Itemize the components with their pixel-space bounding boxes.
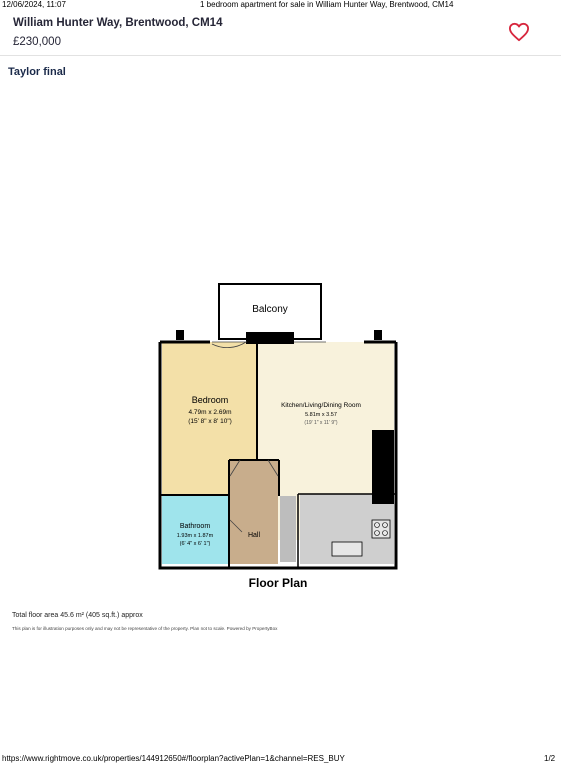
floor-plan-drawing: Balcony Bedroom 4.79m x 2.69m (15' 8" x … [158,283,398,590]
listing-price: £230,000 [13,36,61,48]
living-label: Kitchen/Living/Dining Room [281,402,361,409]
listing-address[interactable]: William Hunter Way, Brentwood, CM14 [13,17,223,29]
living-size-m: 5.81m x 3.57 [305,412,337,418]
balcony-area [218,283,322,340]
bedroom-size-ft: (15' 8" x 8' 10") [188,418,232,425]
print-datetime: 12/06/2024, 11:07 [2,0,66,9]
floor-plan-caption: Floor Plan [249,576,308,590]
print-page-number: 1/2 [544,754,556,763]
print-page-title: 1 bedroom apartment for sale in William … [200,0,454,9]
balcony-label: Balcony [252,304,288,315]
hall-cupboard [280,496,296,562]
print-footer-url: https://www.rightmove.co.uk/properties/1… [2,754,345,763]
bedroom-size-m: 4.79m x 2.69m [189,409,232,416]
outer-wall [158,342,398,570]
agent-name[interactable]: Taylor final [8,66,66,78]
bathroom-area [162,496,228,564]
header-divider [0,55,561,56]
hob-icon [371,519,391,539]
sink-icon [331,541,363,557]
total-floor-area: Total floor area 45.6 m² (405 sq.ft.) ap… [12,612,143,619]
hall-area [230,460,278,564]
bathroom-label: Bathroom [180,523,211,530]
bathroom-size-ft: (6' 4" x 6' 1") [180,541,211,547]
living-size-ft: (19' 1" x 11' 9") [304,420,337,426]
hall-label: Hall [248,532,261,539]
heart-outline-icon[interactable] [508,22,530,42]
bedroom-label: Bedroom [192,395,229,405]
floor-plan-disclaimer: This plan is for illustration purposes o… [12,626,278,631]
bathroom-size-m: 1.93m x 1.87m [177,533,214,539]
